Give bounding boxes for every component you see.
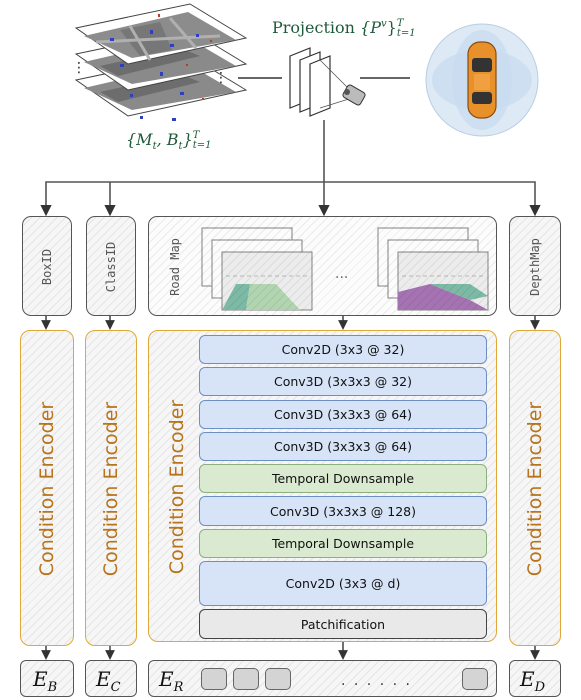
maps-close: }: [182, 130, 193, 149]
layer-temporal-downsample-2: Temporal Downsample: [199, 529, 487, 558]
output-e-r-sub: R: [173, 680, 184, 695]
output-e-c-label: EC: [96, 667, 121, 695]
output-e-d: ED: [509, 660, 561, 697]
projection-sup-v: v: [380, 18, 387, 30]
roadmap-label: Road Map: [168, 238, 182, 296]
depthmap-input: DepthMap: [509, 216, 561, 316]
maps-mid: , B: [156, 130, 179, 149]
token-ellipsis: . . . . . .: [341, 673, 412, 689]
output-e-b-sub: B: [47, 680, 58, 695]
output-e-d-main: E: [520, 667, 535, 691]
layer-conv3d-32: Conv3D (3x3x3 @ 32): [199, 367, 487, 396]
token-n: [462, 668, 488, 690]
output-e-b: EB: [20, 660, 74, 697]
layer-conv2d-32: Conv2D (3x3 @ 32): [199, 335, 487, 364]
projection-close: }: [386, 18, 397, 37]
output-e-b-label: EB: [33, 667, 57, 695]
car-topview-image: [425, 23, 539, 137]
maps-sup-t: T: [192, 129, 200, 141]
svg-text:⋮: ⋮: [72, 60, 86, 76]
svg-text:⋮: ⋮: [214, 70, 228, 86]
output-e-c: EC: [85, 660, 137, 697]
layer-patchification: Patchification: [199, 609, 487, 639]
layer-conv3d-64a: Conv3D (3x3x3 @ 64): [199, 400, 487, 429]
output-e-r-label: ER: [159, 667, 183, 695]
encoder-label-r: Condition Encoder: [166, 399, 188, 575]
classid-label: ClassID: [104, 241, 118, 293]
encoder-box-c: Condition Encoder: [85, 330, 137, 646]
projection-text: Projection: [272, 18, 361, 37]
maps-sub-t: t=1: [192, 139, 212, 151]
classid-input: ClassID: [86, 216, 136, 316]
encoder-box-b: Condition Encoder: [20, 330, 74, 646]
token-1: [201, 668, 227, 690]
projection-sub-t: t=1: [396, 27, 416, 39]
output-e-c-sub: C: [110, 680, 121, 695]
projection-sup-t: T: [396, 17, 404, 29]
road-map-ellipsis: ...: [335, 266, 348, 282]
depthmap-label: DepthMap: [528, 238, 542, 296]
encoder-box-d: Condition Encoder: [509, 330, 561, 646]
output-e-b-main: E: [33, 667, 48, 691]
layer-conv3d-128: Conv3D (3x3x3 @ 128): [199, 496, 487, 526]
output-e-d-sub: D: [534, 680, 546, 695]
boxid-label: BoxID: [40, 248, 54, 286]
maps-open: {M: [126, 130, 153, 149]
maps-sub-t1: t: [152, 141, 157, 153]
output-e-c-main: E: [96, 667, 111, 691]
projection-math: {P: [360, 18, 381, 37]
layer-temporal-downsample-1: Temporal Downsample: [199, 464, 487, 493]
output-e-d-label: ED: [520, 667, 545, 695]
roadmap-input: Road Map: [148, 216, 497, 316]
boxid-input: BoxID: [22, 216, 72, 316]
camera-projection-icon: [289, 47, 366, 117]
maps-sub-t2: t: [178, 141, 183, 153]
token-2: [233, 668, 259, 690]
output-e-r-main: E: [159, 667, 174, 691]
road-map-thumbnails-right: [377, 227, 489, 311]
bev-map-stack-image: ⋮ ⋮: [72, 3, 248, 121]
output-e-r: ER . . . . . .: [148, 660, 497, 697]
token-3: [265, 668, 291, 690]
encoder-label-c: Condition Encoder: [100, 401, 122, 577]
layer-conv3d-64b: Conv3D (3x3x3 @ 64): [199, 432, 487, 461]
layer-conv2d-d: Conv2D (3x3 @ d): [199, 561, 487, 606]
encoder-label-b: Condition Encoder: [36, 401, 58, 577]
encoder-label-d: Condition Encoder: [524, 401, 546, 577]
road-map-thumbnails-left: [201, 227, 313, 311]
